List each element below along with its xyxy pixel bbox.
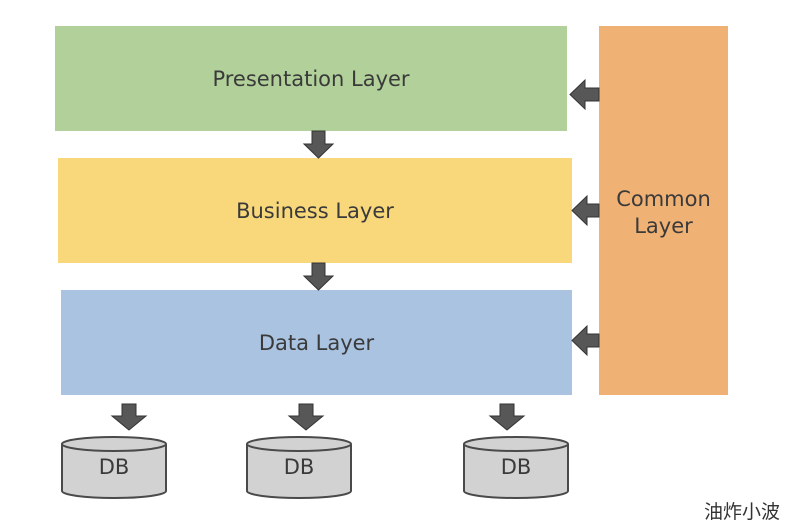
common-layer-box: Common Layer xyxy=(599,26,728,395)
arrow-common-to-business xyxy=(571,194,600,227)
database-cylinder-2 xyxy=(246,436,352,499)
presentation-layer-label: Presentation Layer xyxy=(212,66,410,91)
database-cylinder-3 xyxy=(463,436,569,499)
common-layer-label-line1: Common xyxy=(616,186,711,211)
arrow-business-to-data xyxy=(302,262,335,291)
database-label-1: DB xyxy=(98,455,130,479)
data-layer-box: Data Layer xyxy=(61,290,572,395)
arrow-presentation-to-business xyxy=(302,130,335,159)
database-label-2: DB xyxy=(283,455,315,479)
presentation-layer-box: Presentation Layer xyxy=(55,26,567,131)
arrow-data-to-db-1 xyxy=(110,403,148,431)
watermark-text: 油炸小波 xyxy=(703,501,780,523)
database-cylinder-1 xyxy=(61,436,167,499)
arrow-data-to-db-3 xyxy=(488,403,526,431)
business-layer-label: Business Layer xyxy=(236,198,394,223)
business-layer-box: Business Layer xyxy=(58,158,572,263)
data-layer-label: Data Layer xyxy=(258,330,375,355)
database-label-3: DB xyxy=(500,455,532,479)
common-layer-label-line2: Layer xyxy=(634,213,693,238)
arrow-common-to-data xyxy=(571,324,600,357)
arrow-data-to-db-2 xyxy=(287,403,325,431)
arrow-common-to-presentation xyxy=(569,78,600,111)
